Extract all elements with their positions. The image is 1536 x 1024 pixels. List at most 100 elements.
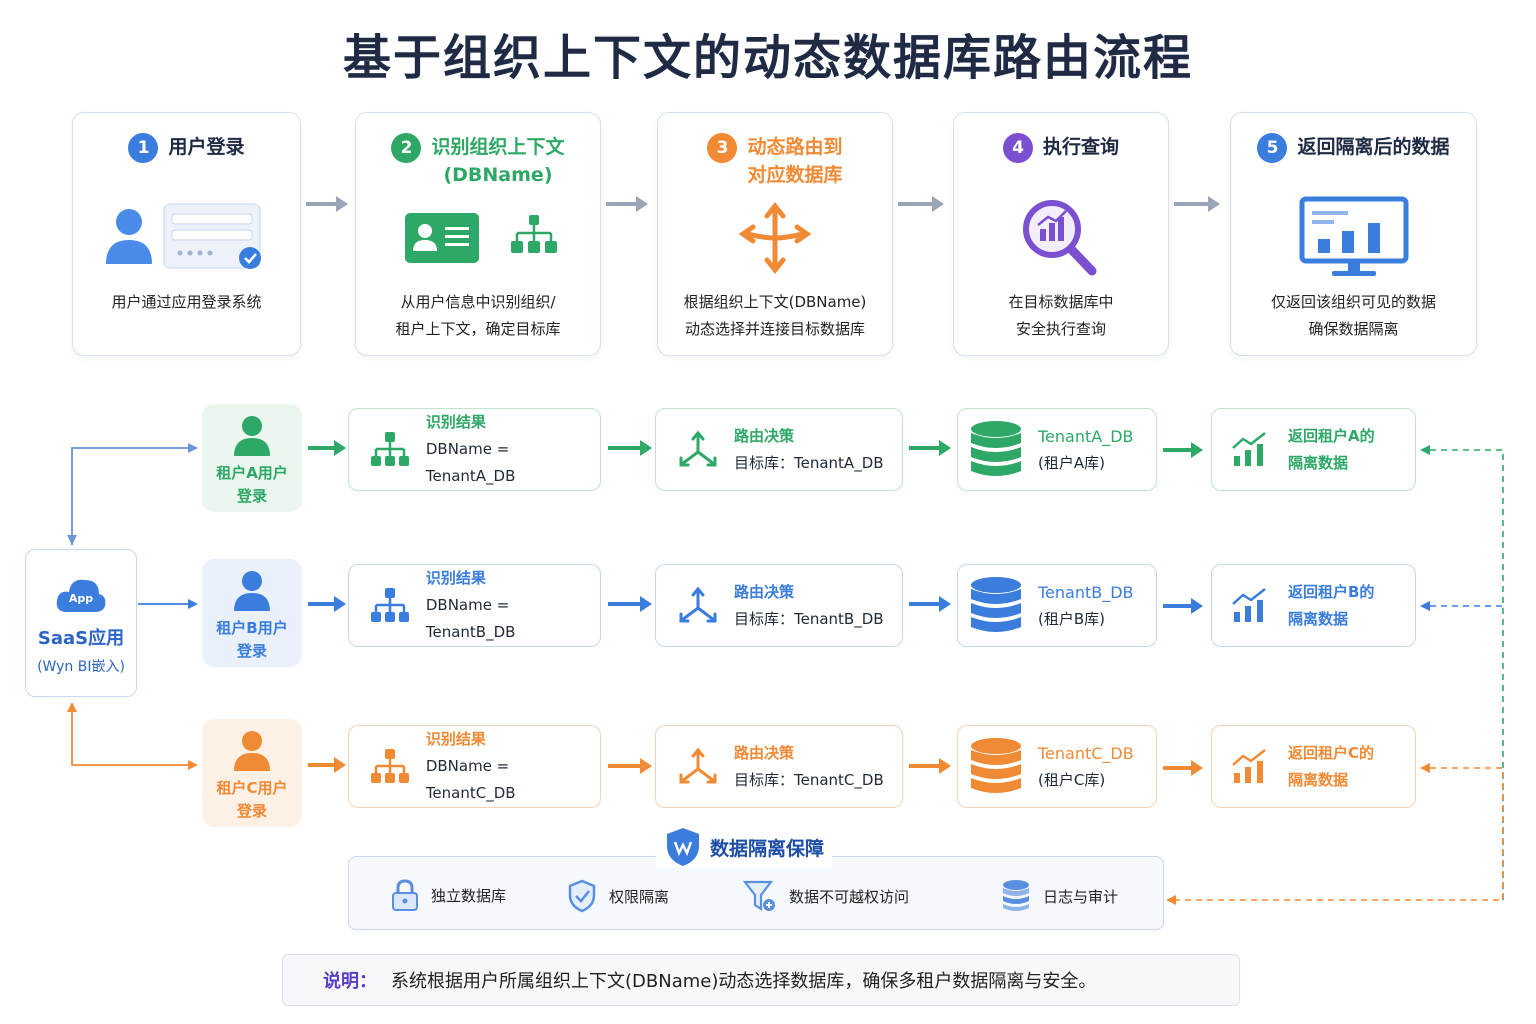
identify-value: DBName = TenantA_DB — [425, 440, 516, 485]
route-title: 路由决策 — [734, 426, 795, 445]
lane-arrow — [608, 596, 652, 612]
identify-result-a: 识别结果 DBName = TenantA_DB — [348, 408, 601, 491]
db-title: TenantA_DB — [1038, 426, 1134, 446]
lane-arrow — [1163, 598, 1203, 614]
saas-label: SaaS应用 — [37, 628, 125, 649]
route-decision-a: 路由决策 目标库：TenantA_DB — [655, 408, 903, 491]
identify-value: DBName = TenantC_DB — [425, 757, 516, 802]
tenant-b-user[interactable]: 租户B用户 登录 — [202, 559, 302, 667]
user-label-line1: 租户C用户 — [216, 779, 288, 797]
tenant-db-a: TenantA_DB (租户A库) — [957, 408, 1157, 491]
step-number: 1 — [128, 133, 159, 163]
identify-result-b: 识别结果 DBName = TenantB_DB — [348, 564, 601, 647]
user-icon — [234, 416, 270, 456]
route-value: 目标库：TenantB_DB — [734, 609, 884, 628]
id-card-icon — [356, 193, 600, 283]
database-log-icon — [1003, 880, 1029, 911]
identify-title: 识别结果 — [425, 413, 486, 431]
step-description: 在目标数据库中 安全执行查询 — [1008, 293, 1114, 338]
route-split-icon — [670, 747, 726, 787]
flow-arrow — [306, 196, 348, 212]
step-card-return: 5 返回隔离后的数据 仅返回该组织可见的数据 确保数据隔离 — [1230, 112, 1477, 356]
step-number: 4 — [1002, 133, 1033, 163]
step-number: 5 — [1257, 133, 1288, 163]
route-value: 目标库：TenantC_DB — [734, 770, 884, 789]
cloud-app-icon — [56, 579, 106, 612]
identify-title: 识别结果 — [425, 569, 486, 587]
lane-arrow — [608, 758, 652, 774]
identify-result-c: 识别结果 DBName = TenantC_DB — [348, 725, 601, 808]
db-value: (租户A库) — [1038, 453, 1105, 472]
route-split-icon — [658, 193, 892, 283]
lane-arrow — [608, 440, 652, 456]
route-value: 目标库：TenantA_DB — [734, 453, 884, 472]
step-card-login: 1 用户登录 用户通过应用登录系统 — [72, 112, 301, 356]
database-icon — [968, 575, 1024, 637]
step-title: 执行查询 — [1042, 136, 1119, 158]
monitor-chart-icon — [1231, 193, 1476, 283]
saas-app-box[interactable]: App SaaS应用 (Wyn BI嵌入) — [25, 549, 137, 697]
step-title: 识别组织上下文 — [431, 136, 565, 158]
flow-arrow — [1174, 196, 1220, 212]
user-login-icon — [73, 193, 300, 283]
app-badge: App — [68, 592, 94, 605]
lane-arrow — [1163, 760, 1203, 776]
guarantee-label: 日志与审计 — [1043, 887, 1119, 906]
page-title: 基于组织上下文的动态数据库路由流程 — [342, 30, 1193, 86]
return-data-a: 返回租户A的 隔离数据 — [1211, 408, 1416, 491]
return-data-c: 返回租户C的 隔离数据 — [1211, 725, 1416, 808]
search-chart-icon — [954, 193, 1168, 283]
return-line1: 返回租户C的 — [1288, 743, 1375, 762]
step-description: 从用户信息中识别组织/ 租户上下文，确定目标库 — [395, 293, 561, 338]
tenant-c-user[interactable]: 租户C用户 登录 — [202, 719, 302, 827]
filter-lock-icon — [743, 880, 775, 912]
note-box: 说明： 系统根据用户所属组织上下文(DBName)动态选择数据库，确保多租户数据… — [282, 954, 1240, 1006]
lane-arrow — [308, 596, 346, 612]
route-decision-c: 路由决策 目标库：TenantC_DB — [655, 725, 903, 808]
step-card-query: 4 执行查询 在目标数据库中 安全执行查询 — [953, 112, 1169, 356]
guarantee-label: 数据不可越权访问 — [789, 887, 910, 906]
lane-arrow — [1163, 442, 1203, 458]
step-number: 2 — [391, 133, 422, 163]
return-line2: 隔离数据 — [1288, 770, 1349, 789]
user-label-line1: 租户B用户 — [216, 619, 288, 637]
lane-arrow — [909, 440, 951, 456]
route-title: 路由决策 — [734, 743, 795, 762]
flow-arrow — [606, 196, 648, 212]
step-card-identify: 2 识别组织上下文 (DBName) 从用户信息中识别组织/ 租户上下文，确定目… — [355, 112, 601, 356]
step-title: 用户登录 — [168, 136, 245, 158]
isolation-guarantee-box: 独立数据库 权限隔离 数据不可越权访问 日志与审计 — [348, 856, 1164, 930]
step-subtitle: 对应数据库 — [747, 164, 843, 186]
return-data-b: 返回租户B的 隔离数据 — [1211, 564, 1416, 647]
lane-arrow — [909, 596, 951, 612]
org-tree-icon — [363, 586, 418, 626]
guarantee-header: 数据隔离保障 — [656, 826, 833, 868]
identify-value: DBName = TenantB_DB — [425, 596, 516, 641]
org-tree-icon — [363, 747, 418, 787]
user-icon — [234, 571, 270, 611]
lane-arrow — [909, 758, 951, 774]
growth-chart-icon — [1228, 747, 1272, 787]
database-icon — [968, 736, 1024, 798]
db-value: (租户C库) — [1038, 770, 1106, 789]
guarantee-label: 独立数据库 — [431, 886, 507, 905]
db-title: TenantC_DB — [1038, 743, 1134, 763]
user-icon — [234, 731, 270, 771]
step-description: 用户通过应用登录系统 — [111, 293, 262, 311]
lane-arrow — [308, 440, 346, 456]
database-icon — [968, 419, 1024, 481]
growth-chart-icon — [1228, 586, 1272, 626]
tenant-a-user[interactable]: 租户A用户 登录 — [202, 404, 302, 512]
step-subtitle: (DBName) — [443, 164, 553, 186]
step-title: 返回隔离后的数据 — [1297, 136, 1450, 158]
step-title: 动态路由到 — [747, 136, 843, 158]
lock-icon — [392, 879, 418, 911]
guarantee-title: 数据隔离保障 — [710, 837, 825, 860]
saas-sublabel: (Wyn BI嵌入) — [37, 659, 125, 675]
identify-title: 识别结果 — [425, 730, 486, 748]
tenant-db-b: TenantB_DB (租户B库) — [957, 564, 1157, 647]
user-label-line2: 登录 — [236, 487, 267, 505]
route-split-icon — [670, 586, 726, 626]
user-label-line2: 登录 — [236, 642, 267, 660]
